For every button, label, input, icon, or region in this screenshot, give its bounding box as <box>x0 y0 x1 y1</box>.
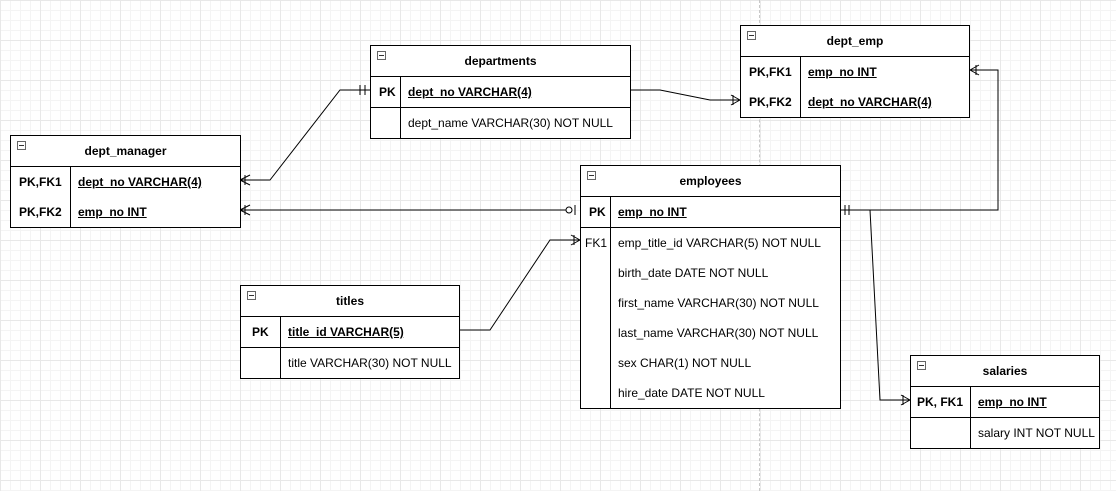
entity-header[interactable]: dept_emp <box>741 26 969 57</box>
key-label <box>581 258 611 288</box>
collapse-icon[interactable] <box>17 141 26 150</box>
field-label: emp_no INT <box>808 65 877 79</box>
rel-employees-dept-manager[interactable] <box>239 204 576 216</box>
entity-row[interactable]: first_name VARCHAR(30) NOT NULL <box>581 288 840 318</box>
field-label: emp_no INT <box>978 395 1047 409</box>
entity-row[interactable]: PK, FK1 emp_no INT <box>911 387 1099 417</box>
field-label: emp_title_id VARCHAR(5) NOT NULL <box>618 236 821 250</box>
entity-title: titles <box>335 294 364 308</box>
entity-salaries[interactable]: salaries PK, FK1 emp_no INT salary INT N… <box>910 355 1100 449</box>
entity-title: dept_emp <box>826 34 884 48</box>
entity-header[interactable]: titles <box>241 286 459 317</box>
entity-row[interactable]: PK,FK2 emp_no INT <box>11 197 240 227</box>
key-label: PK <box>581 197 611 227</box>
key-label <box>241 348 281 378</box>
field-label: dept_name VARCHAR(30) NOT NULL <box>408 116 613 130</box>
rel-departments-dept-manager[interactable] <box>239 85 370 186</box>
primary-key-section: PK title_id VARCHAR(5) <box>241 317 459 348</box>
entity-row[interactable]: hire_date DATE NOT NULL <box>581 378 840 408</box>
key-label <box>581 318 611 348</box>
field-label: first_name VARCHAR(30) NOT NULL <box>618 296 819 310</box>
collapse-icon[interactable] <box>747 31 756 40</box>
key-label: PK <box>371 77 401 107</box>
entity-departments[interactable]: departments PK dept_no VARCHAR(4) dept_n… <box>370 45 631 139</box>
entity-header[interactable]: dept_manager <box>11 136 240 167</box>
entity-title: employees <box>679 174 742 188</box>
primary-key-section: PK, FK1 emp_no INT <box>911 387 1099 418</box>
key-label: PK,FK1 <box>741 57 801 87</box>
entity-row[interactable]: sex CHAR(1) NOT NULL <box>581 348 840 378</box>
entity-employees[interactable]: employees PK emp_no INT FK1 emp_title_id… <box>580 165 841 409</box>
field-label: title_id VARCHAR(5) <box>288 325 404 339</box>
field-label: sex CHAR(1) NOT NULL <box>618 356 752 370</box>
key-label <box>371 108 401 138</box>
entity-row[interactable]: FK1 emp_title_id VARCHAR(5) NOT NULL <box>581 228 840 258</box>
key-label: PK, FK1 <box>911 387 971 417</box>
primary-key-section: PK emp_no INT <box>581 197 840 228</box>
primary-key-section: PK dept_no VARCHAR(4) <box>371 77 630 108</box>
field-label: dept_no VARCHAR(4) <box>808 95 932 109</box>
entity-title: departments <box>464 54 537 68</box>
key-label: FK1 <box>581 228 611 258</box>
key-label <box>581 288 611 318</box>
field-label: birth_date DATE NOT NULL <box>618 266 769 280</box>
rel-employees-salaries[interactable] <box>849 209 911 406</box>
rel-titles-employees[interactable] <box>460 234 581 331</box>
collapse-icon[interactable] <box>377 51 386 60</box>
entity-row[interactable]: PK dept_no VARCHAR(4) <box>371 77 630 107</box>
key-label <box>581 348 611 378</box>
field-label: emp_no INT <box>78 205 147 219</box>
field-label: last_name VARCHAR(30) NOT NULL <box>618 326 819 340</box>
entity-title: salaries <box>982 364 1028 378</box>
entity-row[interactable]: PK,FK2 dept_no VARCHAR(4) <box>741 87 969 117</box>
entity-row[interactable]: PK,FK1 emp_no INT <box>741 57 969 87</box>
entity-row[interactable]: birth_date DATE NOT NULL <box>581 258 840 288</box>
entity-dept-manager[interactable]: dept_manager PK,FK1 dept_no VARCHAR(4) P… <box>10 135 241 228</box>
entity-title: dept_manager <box>84 144 167 158</box>
entity-dept-emp[interactable]: dept_emp PK,FK1 emp_no INT PK,FK2 dept_n… <box>740 25 970 118</box>
entity-row[interactable]: title VARCHAR(30) NOT NULL <box>241 348 459 378</box>
entity-header[interactable]: departments <box>371 46 630 77</box>
entity-header[interactable]: salaries <box>911 356 1099 387</box>
collapse-icon[interactable] <box>247 291 256 300</box>
primary-key-section: PK,FK1 dept_no VARCHAR(4) PK,FK2 emp_no … <box>11 167 240 227</box>
entity-row[interactable]: last_name VARCHAR(30) NOT NULL <box>581 318 840 348</box>
key-label: PK,FK2 <box>11 197 71 227</box>
key-label <box>581 378 611 408</box>
entity-row[interactable]: dept_name VARCHAR(30) NOT NULL <box>371 108 630 138</box>
field-label: emp_no INT <box>618 205 687 219</box>
key-label: PK,FK1 <box>11 167 71 197</box>
entity-row[interactable]: PK emp_no INT <box>581 197 840 227</box>
field-label: salary INT NOT NULL <box>978 426 1095 440</box>
entity-row[interactable]: salary INT NOT NULL <box>911 418 1099 448</box>
field-label: title VARCHAR(30) NOT NULL <box>288 356 452 370</box>
collapse-icon[interactable] <box>917 361 926 370</box>
entity-header[interactable]: employees <box>581 166 840 197</box>
key-label: PK,FK2 <box>741 87 801 117</box>
entity-titles[interactable]: titles PK title_id VARCHAR(5) title VARC… <box>240 285 460 379</box>
field-label: hire_date DATE NOT NULL <box>618 386 765 400</box>
rel-departments-dept-emp[interactable] <box>630 89 741 106</box>
key-label: PK <box>241 317 281 347</box>
collapse-icon[interactable] <box>587 171 596 180</box>
entity-row[interactable]: PK,FK1 dept_no VARCHAR(4) <box>11 167 240 197</box>
key-label <box>911 418 971 448</box>
primary-key-section: PK,FK1 emp_no INT PK,FK2 dept_no VARCHAR… <box>741 57 969 117</box>
field-label: dept_no VARCHAR(4) <box>408 85 532 99</box>
entity-row[interactable]: PK title_id VARCHAR(5) <box>241 317 459 347</box>
field-label: dept_no VARCHAR(4) <box>78 175 202 189</box>
